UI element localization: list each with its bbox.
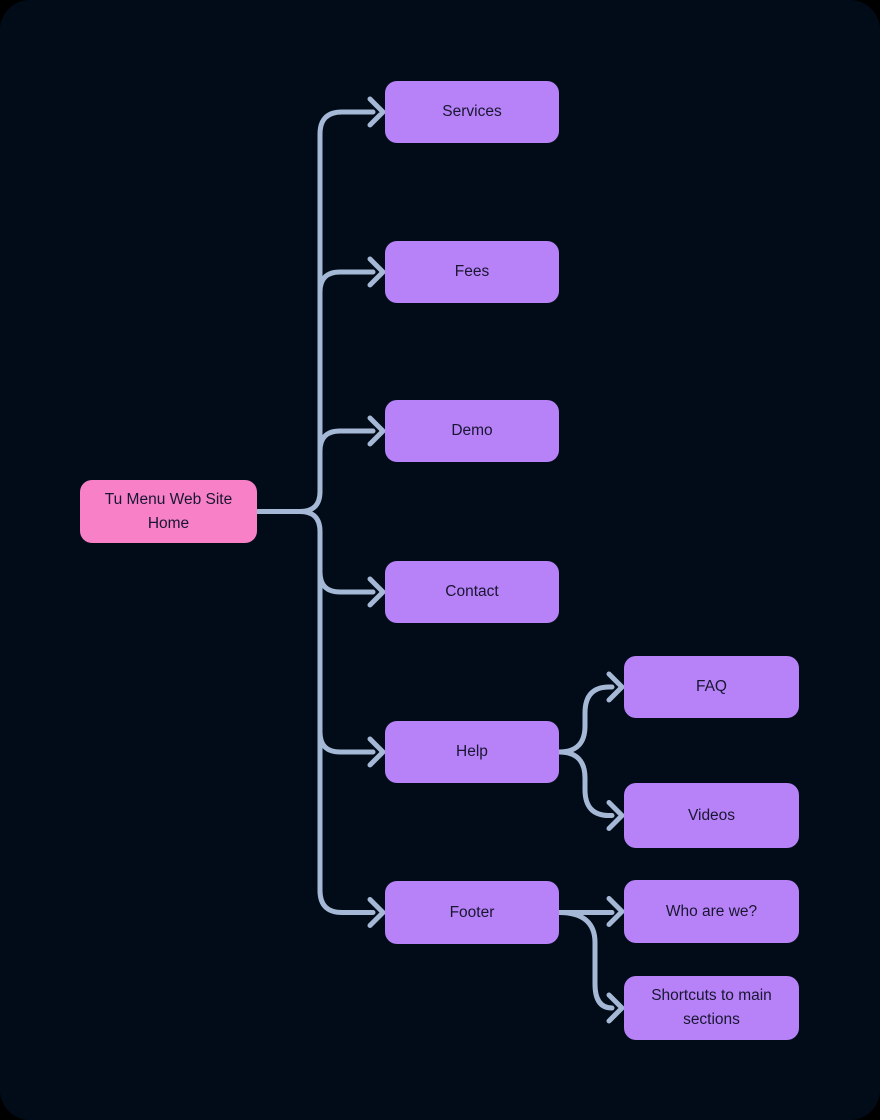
node-fees[interactable]: Fees <box>385 241 559 303</box>
node-root[interactable]: Tu Menu Web Site Home <box>80 480 257 543</box>
node-services[interactable]: Services <box>385 81 559 143</box>
node-demo[interactable]: Demo <box>385 400 559 462</box>
node-contact[interactable]: Contact <box>385 561 559 623</box>
node-who[interactable]: Who are we? <box>624 880 799 943</box>
node-help[interactable]: Help <box>385 721 559 783</box>
node-shortcuts[interactable]: Shortcuts to main sections <box>624 976 799 1040</box>
node-videos[interactable]: Videos <box>624 783 799 848</box>
node-faq[interactable]: FAQ <box>624 656 799 718</box>
node-footer[interactable]: Footer <box>385 881 559 944</box>
